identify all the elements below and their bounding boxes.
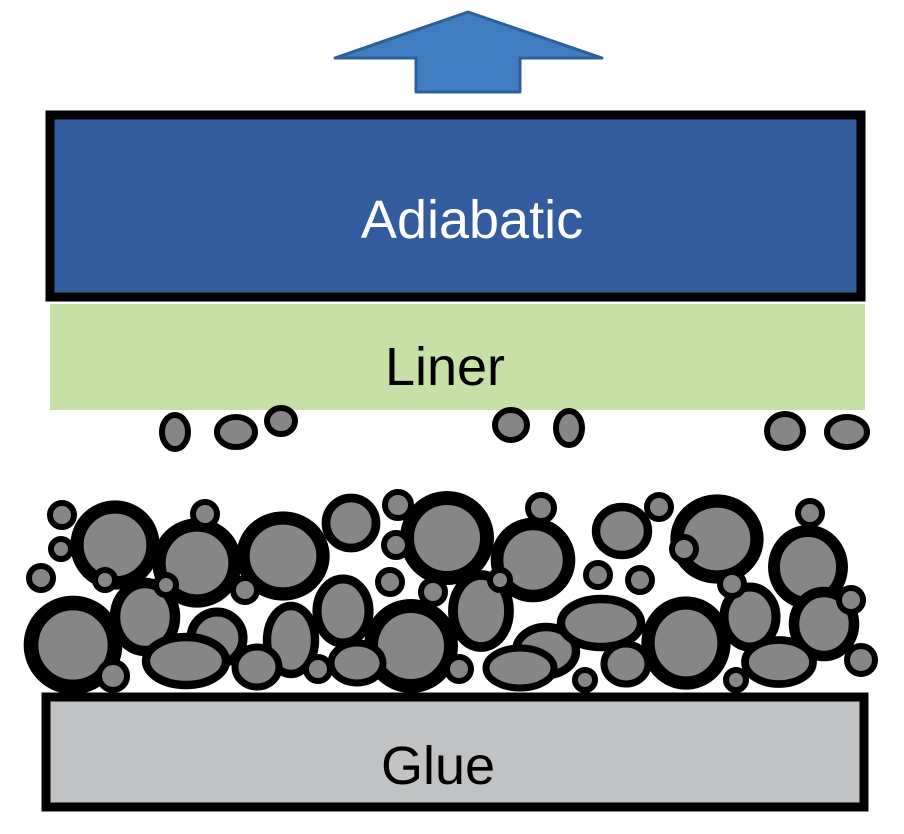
particle [96, 659, 130, 693]
particle [375, 567, 405, 597]
particle [490, 517, 576, 603]
particle [836, 585, 866, 615]
particle [47, 500, 77, 530]
particle [141, 632, 231, 690]
particle [444, 654, 474, 684]
particle [625, 565, 655, 595]
particle [303, 654, 333, 684]
particle [556, 594, 646, 652]
particle [92, 567, 118, 593]
particle [641, 596, 731, 690]
liner-label: Liner [385, 337, 505, 397]
particle [327, 639, 387, 687]
particle [572, 667, 598, 693]
particle [70, 500, 160, 590]
particle [764, 411, 806, 451]
particle [153, 572, 179, 598]
particle [214, 414, 258, 450]
particle [844, 643, 878, 677]
particle [583, 560, 613, 590]
glue-layer [41, 692, 869, 812]
particle [591, 502, 653, 560]
liner-layer [50, 304, 865, 410]
loose-particles [159, 405, 870, 452]
particle [482, 644, 558, 692]
particle [321, 493, 381, 553]
up-arrow-icon [333, 10, 604, 94]
particle [236, 511, 330, 601]
particle [418, 577, 448, 607]
particle [492, 407, 530, 443]
particle-bed [23, 489, 878, 695]
particle [400, 491, 494, 585]
particle [600, 640, 652, 688]
particle [230, 575, 260, 605]
particle [48, 536, 74, 562]
particle [264, 405, 298, 437]
glue-label: Glue [381, 736, 495, 796]
particle [23, 595, 123, 695]
particle [741, 636, 817, 688]
particle [26, 563, 56, 593]
adiabatic-label: Adiabatic [361, 190, 583, 250]
particle [190, 499, 220, 529]
particle [723, 667, 749, 693]
adiabatic-layer [45, 110, 866, 302]
particle [312, 574, 374, 648]
particle [644, 492, 674, 522]
particle [795, 498, 825, 528]
particle [448, 570, 514, 652]
particle [381, 530, 411, 560]
particle [669, 534, 699, 564]
particle [824, 414, 870, 450]
particle [382, 489, 414, 521]
particle [487, 567, 513, 593]
particle [231, 643, 283, 691]
particle [553, 408, 585, 448]
particle [159, 412, 191, 452]
particle [717, 569, 747, 599]
particle [525, 492, 557, 524]
